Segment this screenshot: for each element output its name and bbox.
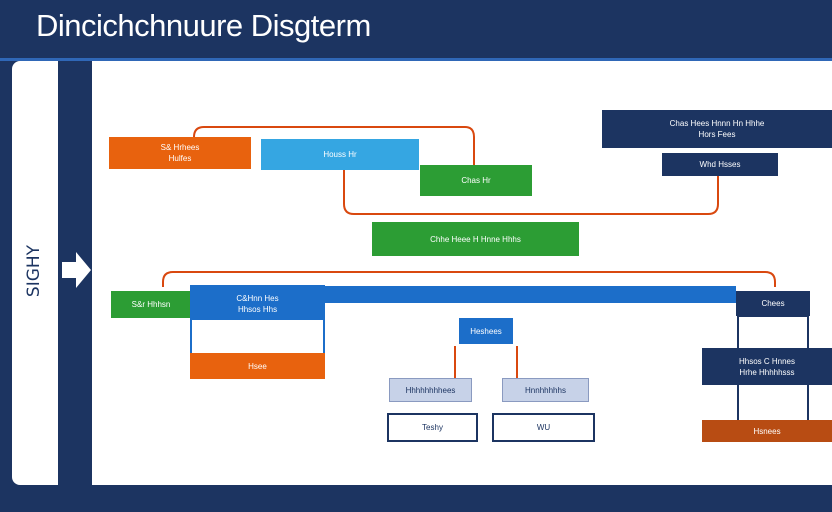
node-text: C&Hnn Hes bbox=[236, 294, 279, 303]
node-text: WU bbox=[536, 423, 551, 432]
node-text: Hsee bbox=[248, 361, 267, 371]
title-underline bbox=[0, 58, 832, 61]
node-text: Houss Hr bbox=[323, 150, 357, 159]
node-top-right-navy-child[interactable]: Whd Hsses bbox=[662, 153, 778, 176]
node-text: Heshees bbox=[470, 326, 502, 336]
node-text: Chas Hr bbox=[461, 176, 491, 185]
node-text: Hsnees bbox=[753, 426, 781, 436]
side-panel bbox=[12, 61, 58, 485]
node-text: Hnnhhhhhs bbox=[525, 385, 566, 395]
node-group-orange[interactable]: Hsee bbox=[190, 353, 325, 379]
side-label: SIGHY bbox=[23, 236, 45, 306]
node-text: S& Hrhees bbox=[160, 143, 200, 152]
node-center-small[interactable]: Heshees bbox=[459, 318, 513, 344]
node-top-green[interactable]: Chas Hr bbox=[420, 165, 532, 196]
node-right-rust[interactable]: Hsnees bbox=[702, 420, 832, 442]
node-center-right-gray[interactable]: Hnnhhhhhs bbox=[502, 378, 589, 402]
node-bottom-left-outline[interactable]: Teshy bbox=[387, 413, 478, 442]
node-top-left-orange[interactable]: S& Hrhees Hulfes bbox=[109, 137, 251, 169]
node-text: Hulfes bbox=[168, 154, 192, 163]
node-text: Chas Hees Hnnn Hn Hhhe bbox=[669, 119, 765, 128]
node-text: Hhhhhhhhees bbox=[405, 385, 456, 395]
node-text: Hrhe Hhhhhsss bbox=[739, 367, 795, 377]
bottom-band bbox=[0, 485, 832, 512]
node-text: Hhsos Hhs bbox=[237, 305, 278, 314]
node-right-outline-top[interactable]: Chees bbox=[736, 291, 810, 316]
node-text: Whd Hsses bbox=[699, 160, 741, 169]
arrow-right-icon bbox=[62, 252, 91, 288]
node-top-blue[interactable]: Houss Hr bbox=[261, 139, 419, 170]
node-group-header[interactable]: C&Hnn Hes Hhsos Hhs bbox=[190, 285, 325, 320]
node-text: Hhsos C Hnnes bbox=[738, 356, 796, 366]
node-text: Teshy bbox=[422, 423, 443, 432]
side-label-text: SIGHY bbox=[24, 244, 44, 298]
node-middle-green[interactable]: Chhe Heee H Hnne Hhhs bbox=[372, 222, 579, 256]
node-text: Chhe Heee H Hnne Hhhs bbox=[430, 234, 521, 244]
node-top-right-navy[interactable]: Chas Hees Hnnn Hn Hhhe Hors Fees bbox=[602, 110, 832, 148]
node-right-navy-stack[interactable]: Hhsos C Hnnes Hrhe Hhhhhsss bbox=[702, 348, 832, 385]
node-text: S&r Hhhsn bbox=[131, 300, 171, 309]
page-title: Dincichchnuure Disgterm bbox=[36, 8, 371, 43]
node-bottom-right-outline[interactable]: WU bbox=[492, 413, 595, 442]
node-text: Chees bbox=[761, 299, 785, 308]
node-center-left-gray[interactable]: Hhhhhhhhees bbox=[389, 378, 472, 402]
node-text: Hors Fees bbox=[698, 130, 736, 139]
node-left-green[interactable]: S&r Hhhsn bbox=[111, 291, 191, 318]
